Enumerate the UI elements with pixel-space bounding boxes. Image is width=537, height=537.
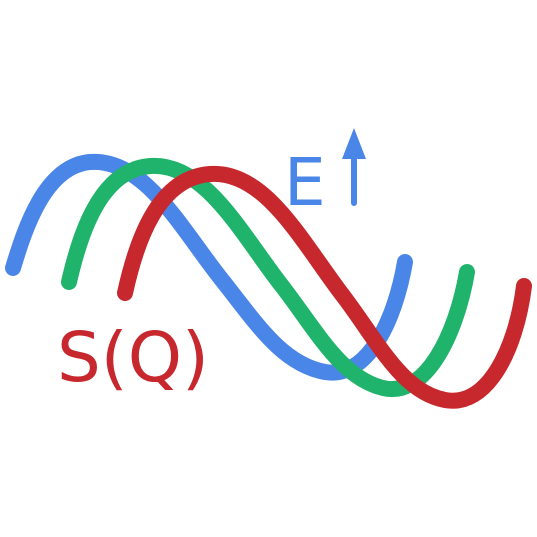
red-wave: [117, 165, 532, 409]
sq-label: S(Q): [57, 318, 209, 398]
blue-wave: [5, 153, 413, 381]
up-arrow-icon: [342, 128, 366, 206]
green-wave: [61, 157, 475, 398]
e-label: E: [284, 144, 326, 221]
